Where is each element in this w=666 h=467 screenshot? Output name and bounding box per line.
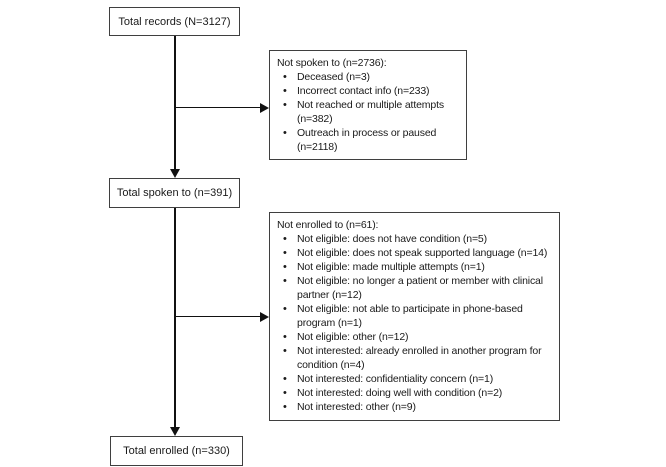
total-enrolled-label: Total enrolled (n=330) <box>123 445 230 457</box>
list-item: Not eligible: other (n=12) <box>276 330 553 344</box>
list-item: Outreach in process or paused (n=2118) <box>276 126 460 154</box>
list-item: Not interested: confidentiality concern … <box>276 372 553 386</box>
list-item: Not interested: already enrolled in anot… <box>276 344 553 372</box>
list-item: Not interested: doing well with conditio… <box>276 386 553 400</box>
arrow-down-icon <box>170 427 180 436</box>
arrow-right-icon <box>260 312 269 322</box>
list-item: Not eligible: does not have condition (n… <box>276 232 553 246</box>
total-enrolled-box: Total enrolled (n=330) <box>110 436 243 466</box>
not-spoken-header: Not spoken to (n=2736): <box>277 57 387 69</box>
total-spoken-box: Total spoken to (n=391) <box>109 178 240 208</box>
connector-to-not-spoken <box>175 107 261 108</box>
connector-records-to-spoken <box>174 36 176 170</box>
not-enrolled-header: Not enrolled to (n=61): <box>277 219 379 231</box>
total-spoken-label: Total spoken to (n=391) <box>116 187 233 199</box>
list-item: Incorrect contact info (n=233) <box>276 84 460 98</box>
total-records-label: Total records (N=3127) <box>118 15 231 28</box>
list-item: Not eligible: made multiple attempts (n=… <box>276 260 553 274</box>
list-item: Not eligible: no longer a patient or mem… <box>276 274 553 302</box>
not-enrolled-list: Not eligible: does not have condition (n… <box>276 232 553 414</box>
list-item: Not interested: other (n=9) <box>276 400 553 414</box>
connector-to-not-enrolled <box>175 316 261 317</box>
arrow-right-icon <box>260 103 269 113</box>
list-item: Not eligible: not able to participate in… <box>276 302 553 330</box>
connector-spoken-to-enrolled <box>174 208 176 427</box>
total-records-box: Total records (N=3127) <box>109 7 240 36</box>
not-enrolled-box: Not enrolled to (n=61): Not eligible: do… <box>269 212 560 421</box>
list-item: Deceased (n=3) <box>276 70 460 84</box>
list-item: Not reached or multiple attempts (n=382) <box>276 98 460 126</box>
not-spoken-list: Deceased (n=3) Incorrect contact info (n… <box>276 70 460 154</box>
not-spoken-box: Not spoken to (n=2736): Deceased (n=3) I… <box>269 50 467 160</box>
list-item: Not eligible: does not speak supported l… <box>276 246 553 260</box>
arrow-down-icon <box>170 169 180 178</box>
